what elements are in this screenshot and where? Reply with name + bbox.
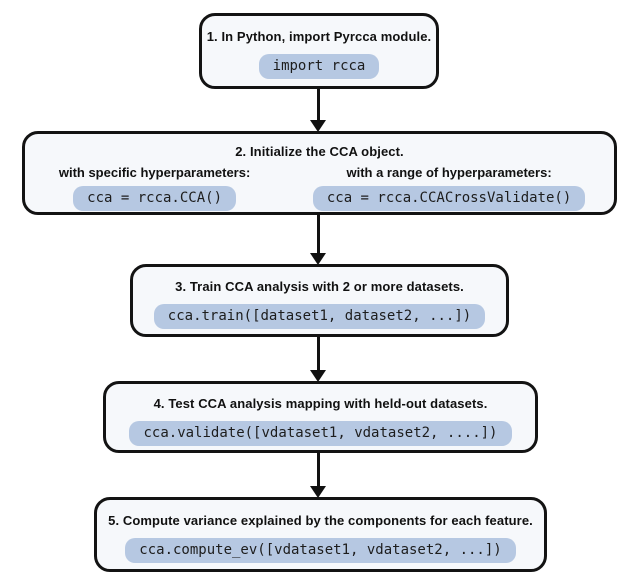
flow-arrow-2 (309, 213, 327, 265)
arrow-head-icon (310, 253, 326, 265)
step-2-title: 2. Initialize the CCA object. (235, 144, 404, 159)
step-2-box: 2. Initialize the CCA object. with speci… (22, 131, 617, 215)
step-4-code-pill: cca.validate([vdataset1, vdataset2, ....… (129, 420, 512, 447)
step-4-box: 4. Test CCA analysis mapping with held-o… (103, 381, 538, 453)
step-2-branches: with specific hyperparameters: cca = rcc… (25, 165, 614, 212)
step-3-title: 3. Train CCA analysis with 2 or more dat… (175, 279, 464, 294)
step-3-box: 3. Train CCA analysis with 2 or more dat… (130, 264, 509, 337)
step-5-box: 5. Compute variance explained by the com… (94, 497, 547, 572)
arrow-line (316, 451, 320, 487)
step-2-branch-specific: with specific hyperparameters: cca = rcc… (25, 165, 284, 212)
flow-arrow-1 (309, 89, 327, 132)
flow-arrow-3 (309, 335, 327, 382)
arrow-line (316, 213, 320, 254)
step-3-code-pill: cca.train([dataset1, dataset2, ...]) (153, 303, 486, 330)
step-2-branch-specific-code-pill: cca = rcca.CCA() (73, 185, 236, 212)
arrow-line (316, 89, 320, 121)
step-5-title: 5. Compute variance explained by the com… (108, 513, 533, 528)
arrow-head-icon (310, 486, 326, 498)
step-2-branch-specific-label: with specific hyperparameters: (58, 164, 251, 180)
step-5-code-pill: cca.compute_ev([vdataset1, vdataset2, ..… (125, 537, 516, 564)
step-1-box: 1. In Python, import Pyrcca module. impo… (199, 13, 439, 89)
step-2-branch-range: with a range of hyperparameters: cca = r… (284, 165, 614, 212)
step-2-branch-range-label: with a range of hyperparameters: (346, 164, 552, 180)
step-2-branch-range-code-pill: cca = rcca.CCACrossValidate() (312, 185, 586, 212)
step-1-title: 1. In Python, import Pyrcca module. (206, 29, 432, 44)
arrow-line (316, 335, 320, 371)
step-1-code-pill: import rcca (258, 53, 380, 80)
arrow-head-icon (310, 370, 326, 382)
step-4-title: 4. Test CCA analysis mapping with held-o… (153, 396, 488, 411)
flow-arrow-4 (309, 451, 327, 498)
arrow-head-icon (310, 120, 326, 132)
